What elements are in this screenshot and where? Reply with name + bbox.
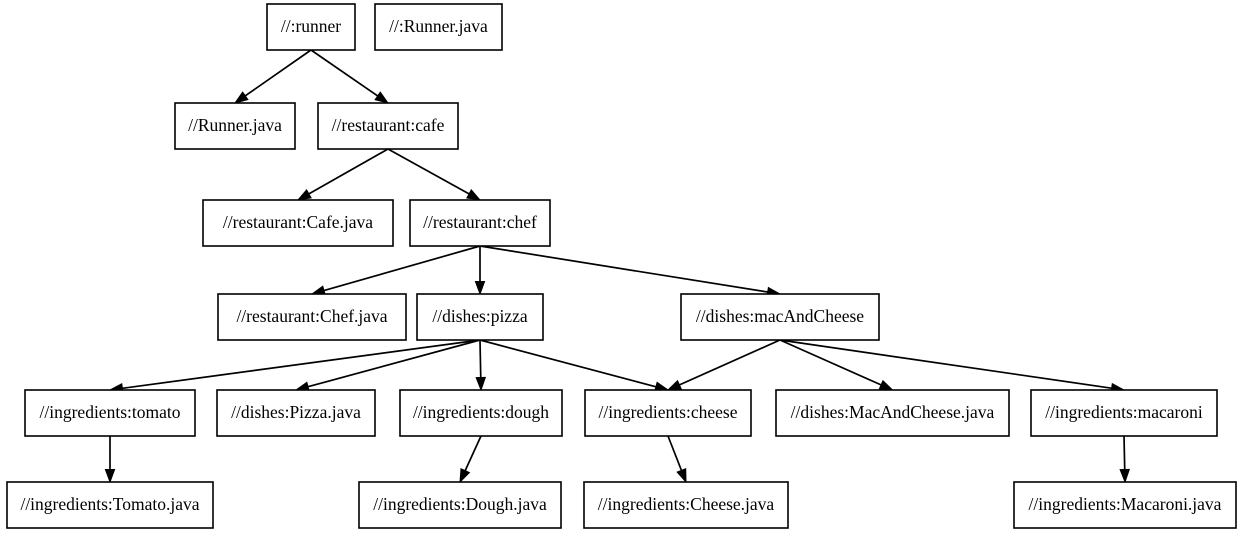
edge-arrowhead (878, 379, 894, 391)
node-label: //:runner (281, 16, 341, 36)
node-box[interactable] (24, 389, 196, 437)
node-box[interactable] (583, 481, 789, 529)
node-label: //Runner.java (188, 115, 282, 135)
graph-node-dishes_mac[interactable]: //dishes:macAndCheese (680, 293, 880, 341)
graph-edge (779, 339, 1126, 394)
node-label: //dishes:pizza (432, 306, 527, 326)
edge-arrowhead (676, 467, 687, 484)
node-box[interactable] (174, 102, 296, 150)
node-label: //dishes:MacAndCheese.java (791, 402, 995, 422)
node-label: //restaurant:cafe (332, 115, 445, 135)
graph-edge (294, 339, 481, 392)
node-box[interactable] (775, 389, 1010, 437)
edge-arrowhead (474, 281, 486, 296)
graph-node-cafe_java[interactable]: //restaurant:Cafe.java (202, 199, 394, 247)
graph-edge (479, 245, 782, 298)
graph-node-chef_java[interactable]: //restaurant:Chef.java (217, 293, 407, 341)
graph-edge (475, 339, 487, 392)
graph-edge (296, 148, 389, 201)
graph-edge (667, 435, 687, 484)
graph-edge (666, 339, 781, 391)
graph-edge (233, 49, 312, 104)
node-box[interactable] (680, 293, 880, 341)
graph-node-dishes_pizza[interactable]: //dishes:pizza (416, 293, 544, 341)
graph-node-mac_java[interactable]: //dishes:MacAndCheese.java (775, 389, 1010, 437)
graph-node-dough_java[interactable]: //ingredients:Dough.java (358, 481, 562, 529)
graph-node-runner[interactable]: //:runner (266, 3, 356, 51)
node-box[interactable] (409, 199, 551, 247)
node-box[interactable] (1013, 481, 1237, 529)
edge-arrowhead (475, 376, 487, 392)
node-box[interactable] (266, 3, 356, 51)
node-label: //restaurant:chef (423, 212, 537, 232)
node-label: //ingredients:tomato (40, 402, 181, 422)
graph-node-macaroni_java[interactable]: //ingredients:Macaroni.java (1013, 481, 1237, 529)
node-box[interactable] (358, 481, 562, 529)
node-box[interactable] (202, 199, 394, 247)
graph-edge (310, 49, 390, 104)
graph-node-ing_cheese[interactable]: //ingredients:cheese (584, 389, 752, 437)
graph-node-runner_java[interactable]: //Runner.java (174, 102, 296, 150)
node-box[interactable] (217, 293, 407, 341)
graph-edge (474, 246, 486, 296)
node-label: //dishes:Pizza.java (231, 402, 361, 422)
node-label: //ingredients:Macaroni.java (1029, 494, 1222, 514)
edge-arrowhead (666, 379, 683, 391)
graph-node-restaurant_cafe[interactable]: //restaurant:cafe (317, 102, 459, 150)
graph-edge (104, 436, 116, 484)
graph-node-tomato_java[interactable]: //ingredients:Tomato.java (6, 481, 214, 529)
graph-edge (108, 339, 481, 394)
graph-edge (310, 245, 481, 296)
graph-node-restaurant_chef[interactable]: //restaurant:chef (409, 199, 551, 247)
node-layer: //:runner //:Runner.java //Runner.java //re… (6, 3, 1237, 529)
node-box[interactable] (584, 389, 752, 437)
node-label: //ingredients:Cheese.java (598, 494, 775, 514)
graph-edge (1119, 435, 1131, 484)
node-box[interactable] (399, 389, 563, 437)
node-label: //ingredients:dough (413, 402, 549, 422)
node-label: //ingredients:Tomato.java (20, 494, 199, 514)
edge-arrowhead (374, 91, 390, 104)
edge-arrowhead (233, 91, 249, 104)
graph-node-pizza_java[interactable]: //dishes:Pizza.java (216, 389, 376, 437)
node-box[interactable] (374, 3, 503, 51)
graph-node-ing_dough[interactable]: //ingredients:dough (399, 389, 563, 437)
graph-node-cheese_java[interactable]: //ingredients:Cheese.java (583, 481, 789, 529)
edge-arrowhead (459, 467, 471, 484)
graph-node-ing_macaroni[interactable]: //ingredients:macaroni (1030, 389, 1218, 437)
graph-edge (479, 339, 670, 392)
node-label: //dishes:macAndCheese (696, 306, 864, 326)
graph-edge (387, 148, 482, 201)
edge-arrowhead (296, 188, 312, 201)
edge-arrowhead (466, 189, 482, 201)
node-label: //:Runner.java (389, 16, 488, 36)
edge-layer (104, 49, 1131, 484)
node-box[interactable] (416, 293, 544, 341)
node-label: //restaurant:Cafe.java (223, 212, 373, 232)
node-box[interactable] (216, 389, 376, 437)
graph-node-runner_java_root[interactable]: //:Runner.java (374, 3, 503, 51)
graph-edge (459, 435, 482, 484)
node-box[interactable] (317, 102, 459, 150)
node-box[interactable] (6, 481, 214, 529)
node-label: //ingredients:Dough.java (373, 494, 547, 514)
edge-arrowhead (104, 469, 116, 484)
node-label: //ingredients:macaroni (1045, 402, 1203, 422)
node-label: //restaurant:Chef.java (236, 306, 387, 326)
graph-node-ing_tomato[interactable]: //ingredients:tomato (24, 389, 196, 437)
node-label: //ingredients:cheese (599, 402, 738, 422)
edge-arrowhead (1119, 468, 1131, 484)
node-box[interactable] (1030, 389, 1218, 437)
